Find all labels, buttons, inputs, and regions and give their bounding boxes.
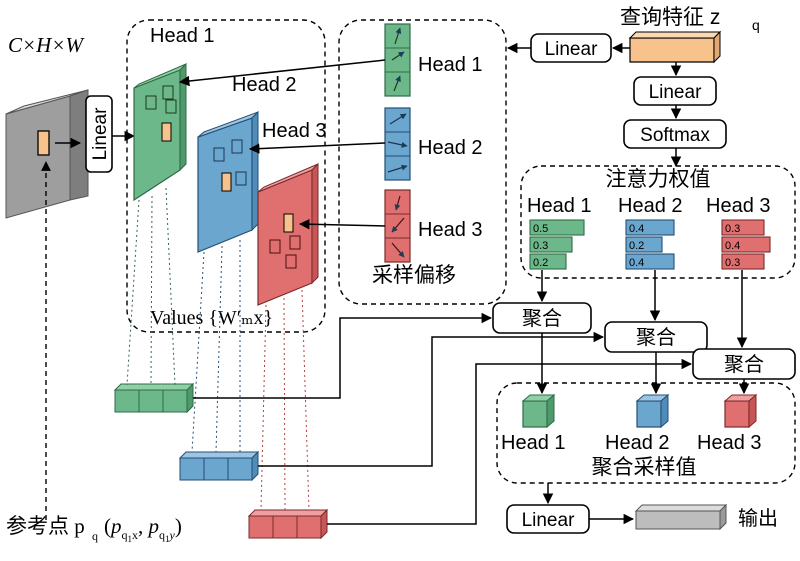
softmax-button[interactable]: Softmax [623, 119, 727, 149]
offset-head1-label: Head 1 [418, 54, 483, 76]
aggregate-button-1[interactable]: 聚合 [492, 302, 592, 334]
attention-bar-h3-2 [721, 236, 771, 253]
input-linear-button[interactable]: Linear [85, 95, 113, 173]
query-linear-top-button[interactable]: Linear [530, 33, 612, 63]
query-feature-bar [628, 30, 722, 64]
attention-weight-bars: 0.5 0.3 0.2 0.4 0.2 0.4 0.3 0.4 0.3 [529, 219, 771, 270]
attention-head2-label: Head 2 [618, 195, 683, 217]
value-head3-label: Head 3 [262, 120, 327, 142]
output-feature-bar [634, 503, 728, 531]
attention-weight-label-h3-1: 0.3 [725, 223, 740, 235]
attention-weight-label-h3-3: 0.3 [725, 257, 740, 269]
svg-text:Linear: Linear [90, 107, 111, 160]
aggregate-button-3[interactable]: 聚合 [692, 348, 796, 380]
attention-bar-h3-1 [721, 219, 765, 236]
offset-column-head1 [384, 23, 411, 97]
sampled-title: 聚合采样值 [592, 456, 697, 479]
sampled-bar-blue [178, 450, 260, 482]
sampled-head1-label: Head 1 [501, 432, 566, 454]
attention-bar-h2-1 [625, 219, 675, 236]
query-linear-mid-button[interactable]: Linear [633, 76, 717, 106]
reference-point-label: 参考点 p [6, 514, 85, 538]
values-label: Values {W′ₘx} [150, 307, 273, 329]
values-group-box [126, 19, 326, 333]
attention-weight-label-h1-3: 0.2 [533, 257, 548, 269]
attention-bar-h2-3 [625, 253, 675, 270]
attention-weight-label-h3-2: 0.4 [725, 240, 740, 252]
sampled-cube-head3 [723, 393, 758, 429]
output-label: 输出 [738, 507, 778, 530]
attention-bar-h1-1 [529, 219, 585, 236]
svg-text:Linear: Linear [545, 39, 598, 60]
svg-text:Linear: Linear [522, 510, 575, 531]
value-plane-head3 [257, 162, 319, 306]
svg-text:聚合: 聚合 [636, 326, 676, 349]
attention-bar-h1-3 [529, 253, 567, 270]
svg-text:聚合: 聚合 [522, 307, 562, 330]
value-head1-label: Head 1 [150, 25, 215, 47]
offset-column-head2 [384, 107, 411, 181]
attention-head1-label: Head 1 [527, 195, 592, 217]
sampled-head3-label: Head 3 [697, 432, 762, 454]
sampled-head2-label: Head 2 [605, 432, 670, 454]
sampled-cube-head2 [635, 393, 670, 429]
attention-head3-label: Head 3 [706, 195, 771, 217]
input-feature-map [5, 89, 89, 219]
attention-weight-label-h2-2: 0.2 [629, 240, 644, 252]
attention-weight-label-h1-1: 0.5 [533, 223, 548, 235]
svg-text:Softmax: Softmax [640, 125, 710, 146]
aggregate-button-2[interactable]: 聚合 [604, 321, 708, 353]
value-head2-label: Head 2 [232, 74, 297, 96]
query-label: 查询特征 z [620, 6, 720, 29]
sampled-group-box [496, 382, 796, 484]
svg-text:聚合: 聚合 [724, 353, 764, 376]
sampled-bar-green [113, 382, 195, 414]
input-shape-label: C×H×W [8, 33, 86, 57]
svg-text:Linear: Linear [649, 82, 702, 103]
attention-weight-label-h2-3: 0.4 [629, 257, 644, 269]
attention-bar-h3-3 [721, 253, 765, 270]
value-plane-head1 [133, 62, 187, 202]
reference-point-marker [37, 130, 50, 156]
offset-head2-label: Head 2 [418, 137, 483, 159]
sampled-bar-red [247, 508, 329, 540]
attention-group-box [520, 165, 796, 279]
reference-point-coords: (pq1x, pq1y) [104, 514, 182, 544]
attention-weight-label-h2-1: 0.4 [629, 223, 644, 235]
query-subscript: q [752, 17, 760, 33]
attention-bar-h2-2 [625, 236, 663, 253]
offset-head3-label: Head 3 [418, 219, 483, 241]
sampled-cube-head1 [521, 393, 556, 429]
output-linear-button[interactable]: Linear [506, 504, 590, 534]
attention-weight-label-h1-2: 0.3 [533, 240, 548, 252]
offset-column-head3 [384, 189, 411, 263]
attention-title: 注意力权值 [606, 168, 711, 191]
svg-text:q: q [92, 529, 98, 543]
offset-group-title: 采样偏移 [372, 264, 456, 287]
value-plane-head2 [197, 110, 259, 253]
attention-bar-h1-2 [529, 236, 573, 253]
